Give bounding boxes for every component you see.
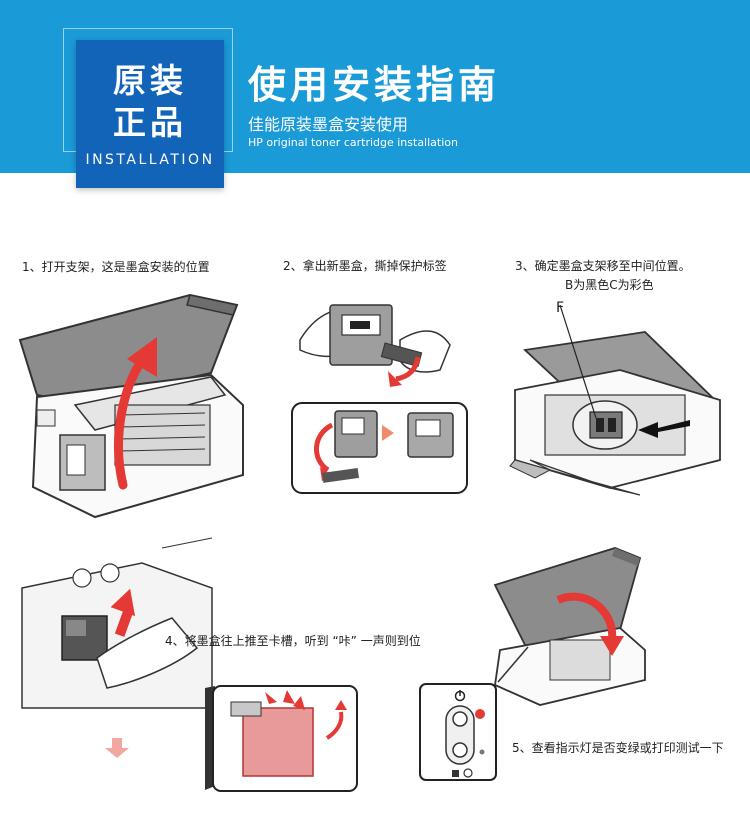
step2-caption: 2、拿出新墨盒，撕掉保护标签 — [283, 259, 447, 273]
step3-label-f: F — [556, 300, 565, 316]
step2-cartridge-illustration — [291, 304, 468, 494]
step5-caption: 5、查看指示灯是否变绿或打印测试一下 — [512, 741, 724, 755]
badge-en: INSTALLATION — [85, 152, 215, 168]
step1-printer-illustration — [18, 293, 244, 519]
header-banner: 原装 正品 INSTALLATION 使用安装指南 佳能原装墨盒安装使用 HP … — [0, 0, 750, 188]
badge-line2: 正品 — [113, 103, 187, 142]
page-subtitle: 佳能原装墨盒安装使用 — [248, 115, 409, 134]
step4-detail-illustration — [105, 685, 358, 792]
step5-control-panel — [419, 646, 529, 781]
step3-note: B为黑色C为彩色 — [565, 278, 654, 292]
step4-caption: 4、将墨盒往上推至卡槽，听到 “咔” 一声则到位 — [165, 634, 421, 648]
step4-insert-illustration — [21, 537, 213, 709]
step3-printer-illustration — [509, 304, 721, 496]
page-title: 使用安装指南 — [248, 63, 501, 107]
authentic-badge: 原装 正品 INSTALLATION — [76, 40, 224, 188]
step1-caption: 1、打开支架，这是墨盒安装的位置 — [22, 260, 210, 274]
step3-caption: 3、确定墨盒支架移至中间位置。 — [515, 259, 691, 273]
badge-line1: 原装 — [113, 61, 187, 100]
step5-printer-illustration — [493, 547, 646, 706]
page-subtitle-en: HP original toner cartridge installation — [248, 136, 458, 149]
